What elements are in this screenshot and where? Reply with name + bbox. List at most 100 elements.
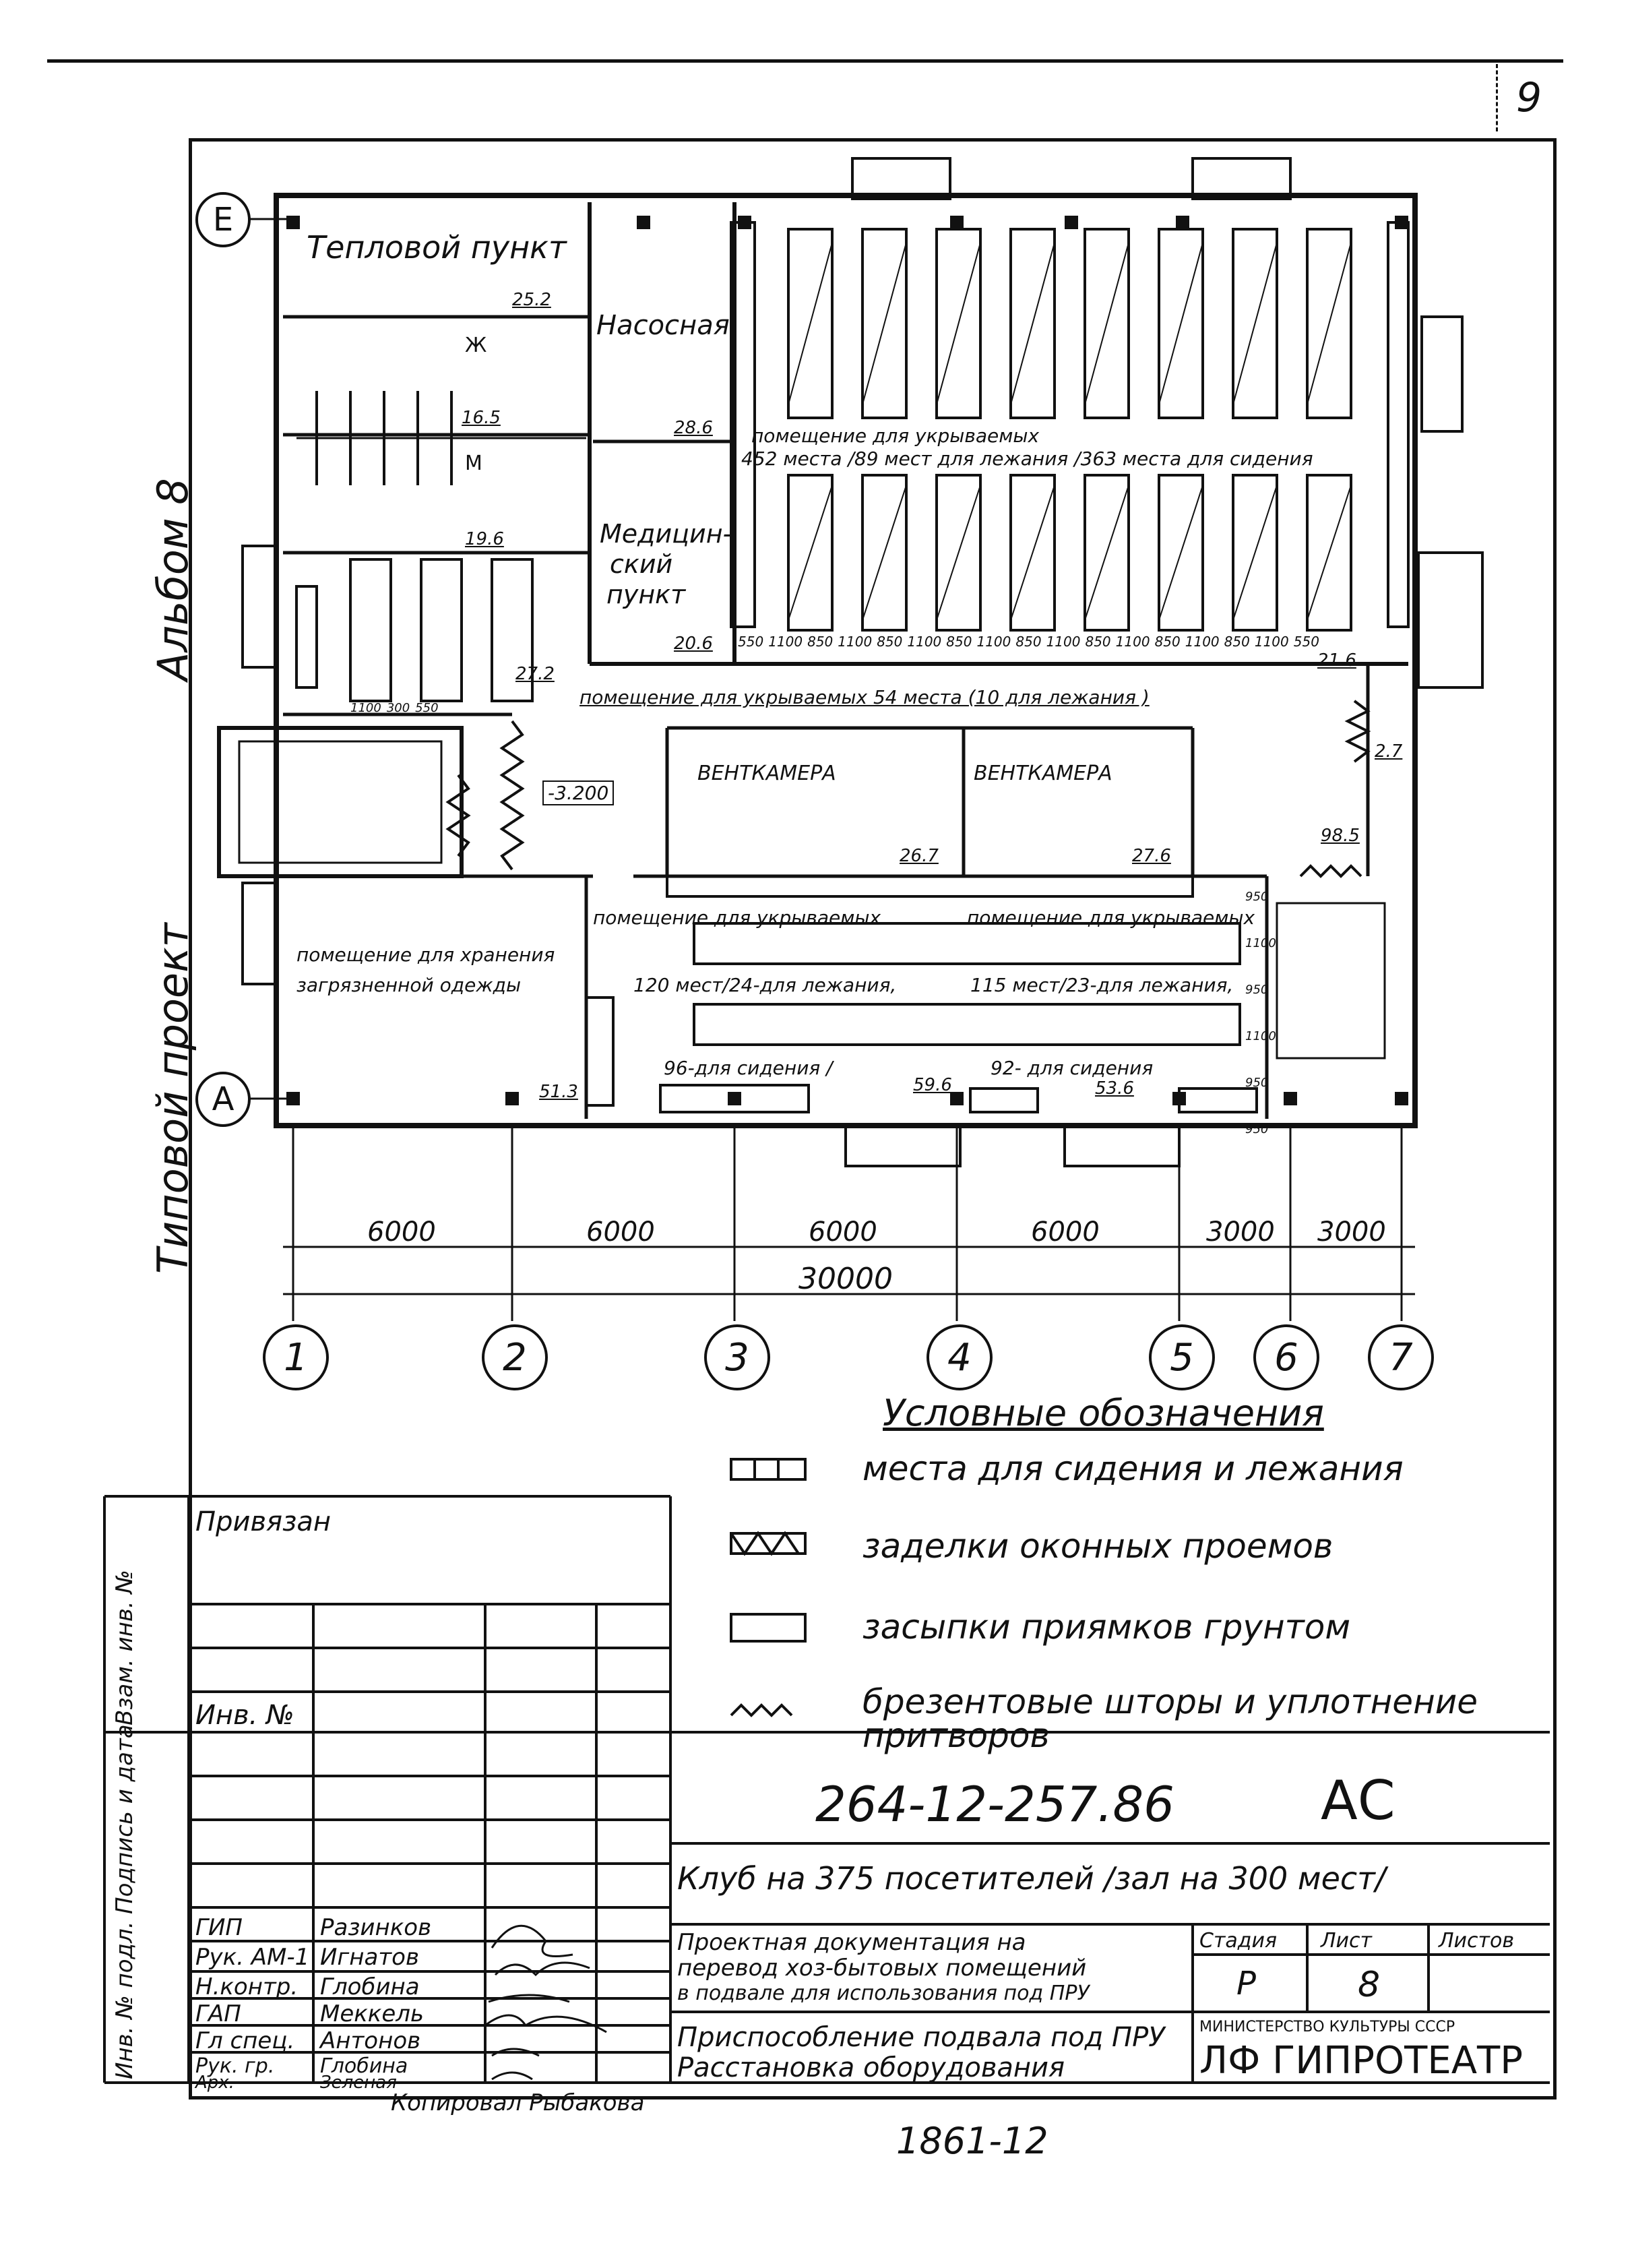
stamp-side-label-3: Инв. № подл. — [111, 1921, 138, 2079]
stamp-role-7: Арх. — [195, 2073, 234, 2093]
stamp-side-label-2: Подпись и дата — [111, 1724, 138, 1914]
small-dim: 850 — [807, 634, 834, 650]
mark-28-6: 28.6 — [674, 418, 713, 438]
mark-51-3: 51.3 — [539, 1082, 578, 1102]
small-dim: 850 — [877, 634, 903, 650]
floor-plan — [217, 157, 1484, 1321]
mark-16-5: 16.5 — [462, 408, 501, 428]
axis-number-3: 3 — [704, 1324, 770, 1390]
room-shelter-115-3: 92- для сидения — [991, 1057, 1154, 1079]
corner-box — [1496, 64, 1562, 131]
small-dim: 300 — [386, 701, 410, 715]
small-dim: 850 — [1154, 634, 1181, 650]
room-level: -3.200 — [542, 780, 615, 805]
room-shelter-main-2: 452 места /89 мест для лежания /363 мест… — [741, 448, 1313, 470]
small-dim: 550 — [415, 701, 439, 715]
stamp-title-1: Клуб на 375 посетителей /зал на 300 мест… — [677, 1860, 1386, 1897]
dim-span-4: 6000 — [1031, 1217, 1100, 1248]
stamp-title-2-line2: перевод хоз-бытовых помещений — [677, 1955, 1087, 1982]
small-dim: 1100 — [768, 634, 803, 650]
room-shelter-54: помещение для укрываемых 54 места (10 дл… — [579, 686, 1150, 708]
stamp-role-2: Рук. АМ-1 — [195, 1944, 310, 1971]
stamp-col-sheets: Листов — [1439, 1929, 1515, 1953]
seat-hatching — [788, 242, 1352, 621]
small-dim: 1100 — [1245, 1029, 1276, 1043]
stamp-name-1: Разинков — [320, 1914, 432, 1941]
room-shelter-115-1: помещение для укрываемых — [967, 907, 1255, 929]
small-dim: 1100 — [350, 701, 381, 715]
mark-21-6: 21.6 — [1317, 650, 1356, 671]
stamp-role-1: ГИП — [195, 1914, 243, 1941]
mark-19-6: 19.6 — [465, 529, 504, 549]
small-dims-row: 550 1100 850 1100 850 1100 850 1100 850 … — [738, 634, 1319, 650]
dim-span-5: 3000 — [1206, 1217, 1275, 1248]
stamp-stage: Р — [1236, 1965, 1256, 2002]
room-m: М — [465, 452, 482, 475]
room-shelter-120-1: помещение для укрываемых — [593, 907, 881, 929]
legend-item-seats: места для сидения и лежания — [862, 1449, 1404, 1488]
stamp-side-label-1: Взам. инв. № — [111, 1570, 138, 1725]
legend-title: Условные обозначения — [883, 1392, 1324, 1434]
dim-span-2: 6000 — [586, 1217, 655, 1248]
stamp-inv: Инв. № — [195, 1700, 294, 1731]
room-shelter-120-3: 96-для сидения / — [664, 1057, 833, 1079]
room-dirty-clothes-2: загрязненной одежды — [296, 974, 522, 996]
mark-59-6: 59.6 — [913, 1075, 952, 1095]
dim-span-1: 6000 — [367, 1217, 436, 1248]
room-heat-point: Тепловой пункт — [307, 229, 567, 266]
grid-axes — [243, 218, 1415, 1321]
stamp-name-4: Меккель — [320, 2000, 425, 2027]
room-shelter-120-2: 120 мест/24-для лежания, — [633, 974, 897, 996]
room-zh: Ж — [465, 334, 487, 357]
dim-total: 30000 — [798, 1262, 893, 1296]
small-dim: 850 — [1085, 634, 1111, 650]
room-vent-2: ВЕНТКАМЕРА — [974, 762, 1112, 785]
room-shelter-115-2: 115 мест/23-для лежания, — [970, 974, 1234, 996]
column-marks — [286, 216, 1408, 1105]
stamp-role-5: Гл спец. — [195, 2027, 295, 2054]
legend-item-pits: засыпки приямков грунтом — [862, 1607, 1351, 1647]
stamp-name-5: Антонов — [320, 2027, 421, 2054]
legend-symbols — [730, 1458, 807, 1717]
stamp-name-2: Игнатов — [320, 1944, 420, 1971]
stamp-code: 264-12-257.86 — [815, 1776, 1174, 1833]
mark-27-6: 27.6 — [1132, 846, 1171, 866]
axis-number-7: 7 — [1368, 1324, 1434, 1390]
legend-item-curtains: брезентовые шторы и уплотнение притворов — [862, 1682, 1478, 1755]
axis-number-5: 5 — [1149, 1324, 1215, 1390]
stamp-tied: Привязан — [195, 1506, 332, 1537]
room-medical-2: ский — [610, 549, 673, 579]
copied-by: Копировал Рыбакова — [391, 2089, 645, 2116]
small-dim: 1100 — [1046, 634, 1081, 650]
stamp-title-2-line1: Проектная документация на — [677, 1929, 1026, 1956]
dim-span-3: 6000 — [809, 1217, 877, 1248]
bottom-number: 1861-12 — [896, 2120, 1048, 2162]
top-rule — [47, 59, 1563, 63]
stamp-col-sheet: Лист — [1321, 1929, 1373, 1953]
small-dims-vertical: 950 1100 950 1100 950 950 — [1245, 890, 1276, 1136]
axis-number-2: 2 — [482, 1324, 548, 1390]
small-dim: 950 — [1245, 890, 1269, 904]
small-dim: 1100 — [1254, 634, 1289, 650]
stamp-role-4: ГАП — [195, 2000, 241, 2027]
room-shelter-main-1: помещение для укрываемых — [751, 425, 1040, 447]
small-dim: 850 — [1224, 634, 1250, 650]
stamp-role-3: Н.контр. — [195, 1973, 299, 2000]
stamp-col-stage: Стадия — [1199, 1929, 1278, 1953]
room-vent-1: ВЕНТКАМЕРА — [697, 762, 836, 785]
mark-2-7: 2.7 — [1375, 741, 1403, 762]
axis-letter-a: А — [195, 1072, 251, 1127]
stamp-role-6: Рук. гр. — [195, 2054, 275, 2078]
small-dim: 1100 — [1185, 634, 1220, 650]
mark-26-7: 26.7 — [900, 846, 939, 866]
axis-number-4: 4 — [927, 1324, 993, 1390]
small-dim: 950 — [1245, 1076, 1269, 1090]
mark-98-5: 98.5 — [1321, 826, 1360, 846]
stamp-ministry: МИНИСТЕРСТВО КУЛЬТУРЫ СССР — [1199, 2019, 1455, 2035]
small-dim: 1100 — [976, 634, 1011, 650]
mark-53-6: 53.6 — [1095, 1078, 1134, 1099]
stamp-title-3-line2: Расстановка оборудования — [677, 2052, 1065, 2083]
sheet-corner-number: 9 — [1516, 74, 1542, 121]
small-dim: 1100 — [838, 634, 873, 650]
small-dim: 1100 — [907, 634, 942, 650]
